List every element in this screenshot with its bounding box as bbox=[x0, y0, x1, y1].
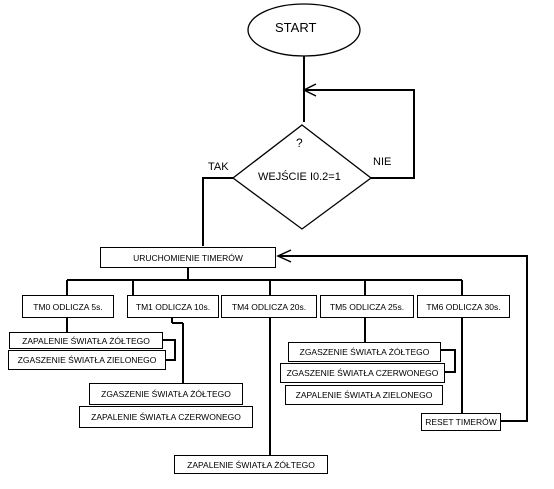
action-tm1-yellow-off: ZGASZENIE ŚWIATŁA ŻÓŁTEGO bbox=[89, 383, 243, 405]
reset-loop-arrow bbox=[276, 249, 292, 263]
timer-box-tm5: TM5 ODLICZA 25s. bbox=[320, 295, 414, 318]
action-tm1-red-on: ZAPALENIE ŚWIATŁA CZERWONEGO bbox=[79, 406, 253, 428]
action-tm4-yellow-on: ZAPALENIE ŚWIATŁA ŻÓŁTEGO bbox=[174, 455, 328, 474]
action-tm0-yellow-on: ZAPALENIE ŚWIATŁA ŻÓŁTEGO bbox=[9, 332, 163, 349]
timer-box-tm0: TM0 ODLICZA 5s. bbox=[22, 295, 114, 318]
action-tm5-red-off: ZGASZENIE ŚWIATŁA CZERWONEGO bbox=[280, 363, 445, 383]
reset-loop-line bbox=[278, 255, 528, 422]
start-label: START bbox=[275, 20, 317, 35]
decision-condition: WEJŚCIE I0.2=1 bbox=[258, 171, 341, 183]
timer-box-tm6: TM6 ODLICZA 30s. bbox=[417, 295, 510, 318]
timer-box-tm1: TM1 ODLICZA 10s. bbox=[127, 295, 219, 318]
action-tm0-green-off: ZGASZENIE ŚWIATŁA ZIELONEGO bbox=[8, 350, 166, 370]
decision-question: ? bbox=[296, 136, 303, 150]
timer-box-tm4: TM4 ODLICZA 20s. bbox=[221, 295, 317, 318]
yes-label: TAK bbox=[208, 161, 229, 173]
no-loop-arrow bbox=[302, 83, 317, 97]
action-tm5-green-on: ZAPALENIE ŚWIATŁA ZIELONEGO bbox=[285, 385, 443, 405]
yes-line bbox=[202, 177, 233, 246]
decision-diamond bbox=[231, 124, 373, 230]
no-label: NIE bbox=[373, 156, 392, 168]
no-loop-line bbox=[304, 89, 415, 179]
start-timers-box: URUCHOMIENIE TIMERÓW bbox=[100, 247, 276, 268]
action-tm5-yellow-off: ZGASZENIE ŚWIATŁA ŻÓŁTEGO bbox=[288, 342, 441, 362]
reset-timers-box: RESET TIMERÓW bbox=[421, 413, 501, 431]
